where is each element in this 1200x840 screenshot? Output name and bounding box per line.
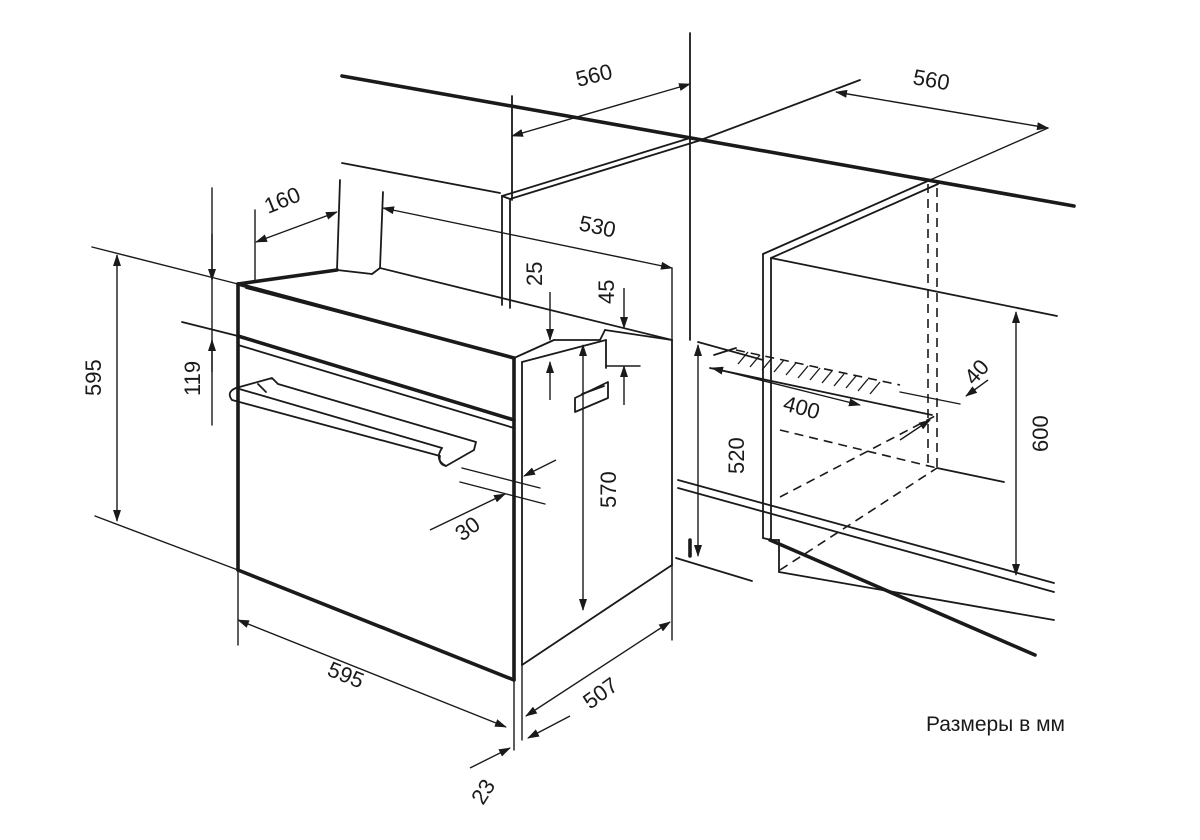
cabinet-structure bbox=[340, 32, 1076, 657]
dim-label-door-thickness: 23 bbox=[466, 775, 500, 809]
dim-label-handle-offset: 30 bbox=[450, 511, 485, 546]
dim-label-oven-width: 595 bbox=[324, 656, 367, 693]
dimension-lines bbox=[91, 83, 1049, 769]
dim-label-top-gap: 25 bbox=[522, 262, 547, 286]
dim-label-body-depth: 507 bbox=[578, 672, 622, 714]
units-note: Размеры в мм bbox=[926, 713, 1065, 736]
dim-label-oven-depth-top: 530 bbox=[577, 210, 618, 242]
dim-label-vent-width: 40 bbox=[959, 354, 994, 389]
dim-label-panel-height: 119 bbox=[180, 361, 205, 396]
dim-label-step-height: 45 bbox=[594, 280, 619, 304]
dim-label-oven-height: 595 bbox=[81, 359, 106, 396]
dim-label-top-setback: 160 bbox=[261, 182, 304, 219]
dim-label-niche-height: 600 bbox=[1028, 415, 1053, 452]
dim-label-niche-height-left: 520 bbox=[724, 437, 749, 474]
dim-label-niche-width: 560 bbox=[911, 64, 952, 95]
dim-label-body-height: 570 bbox=[596, 471, 621, 508]
dim-label-niche-depth: 560 bbox=[573, 59, 615, 92]
dim-label-vent-length: 400 bbox=[781, 391, 823, 425]
